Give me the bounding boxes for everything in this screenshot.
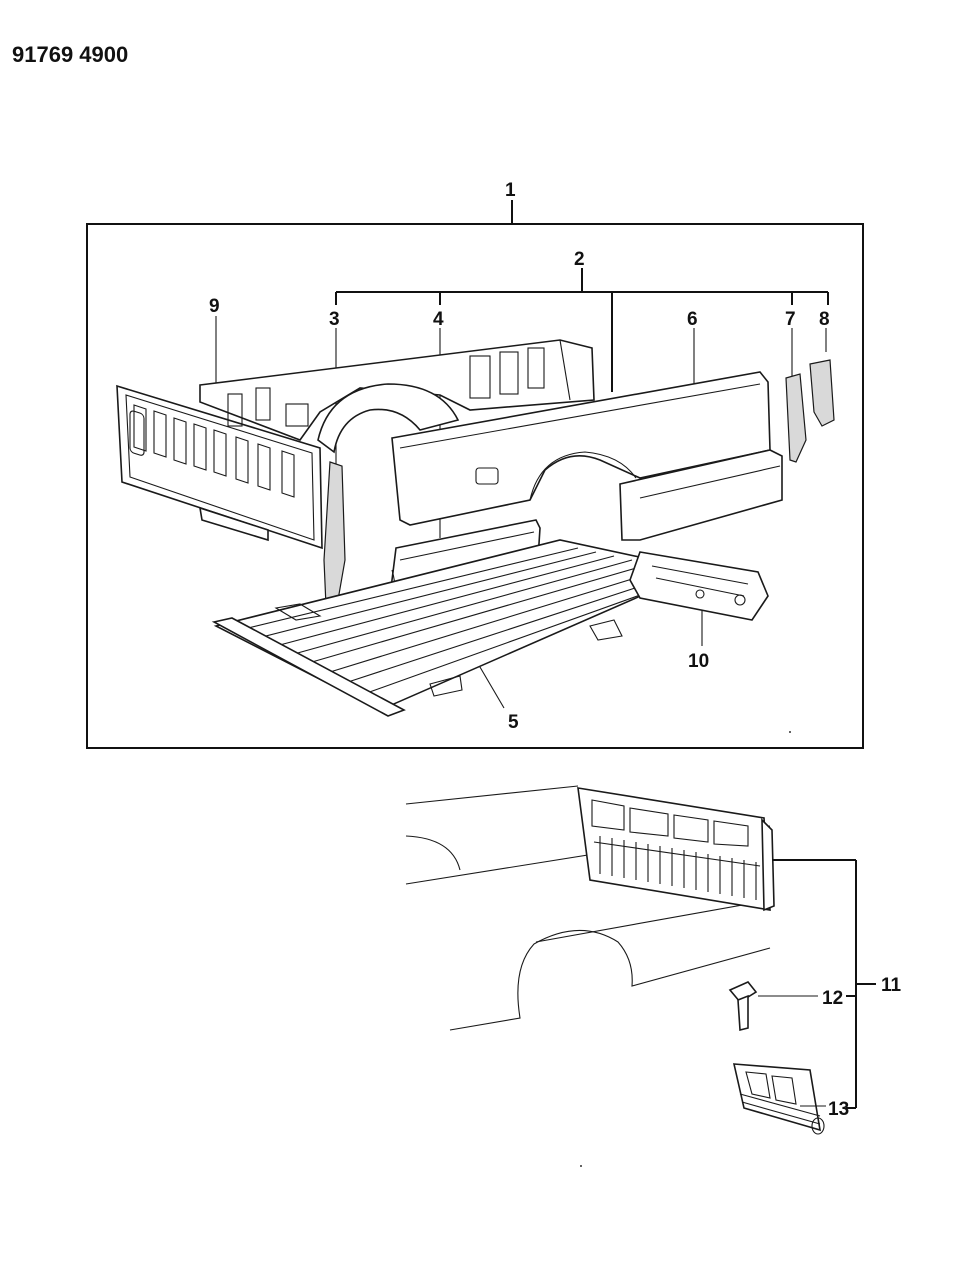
callout-11: 11 xyxy=(881,975,902,996)
callout-2-bracket xyxy=(335,268,829,392)
callout-9: 9 xyxy=(209,296,220,317)
callout-10: 10 xyxy=(688,651,709,672)
callout-7: 7 xyxy=(785,309,796,330)
bolt-part-12 xyxy=(728,981,818,1032)
callout-5: 5 xyxy=(508,712,519,733)
hinge-part-13 xyxy=(732,1063,826,1135)
corner-post-part-3 xyxy=(323,461,346,607)
top-callout-labels: 1 2 3 4 5 6 7 8 9 10 xyxy=(209,180,830,733)
callout-1: 1 xyxy=(505,180,516,201)
floor-part-5 xyxy=(211,539,703,717)
sill-part-10 xyxy=(629,551,769,621)
callout-13: 13 xyxy=(828,1099,849,1120)
callout-11-bracket xyxy=(772,859,876,1109)
document-number: 91769 4900 xyxy=(12,42,128,67)
far-wheel-arch xyxy=(317,383,460,454)
callout-3: 3 xyxy=(329,309,340,330)
lower-callout-labels: 11 12 13 xyxy=(822,975,902,1120)
callout-2: 2 xyxy=(574,249,585,270)
callout-4: 4 xyxy=(433,309,444,330)
callout-6: 6 xyxy=(687,309,698,330)
callout-12: 12 xyxy=(822,988,843,1009)
side-panel-part-6 xyxy=(391,371,783,541)
tailgate-part-9 xyxy=(116,384,323,550)
brackets-part-7-8 xyxy=(785,359,835,463)
assembly-1-frame xyxy=(86,200,864,749)
callout-8: 8 xyxy=(819,309,830,330)
tailgate-part-11 xyxy=(577,787,775,912)
